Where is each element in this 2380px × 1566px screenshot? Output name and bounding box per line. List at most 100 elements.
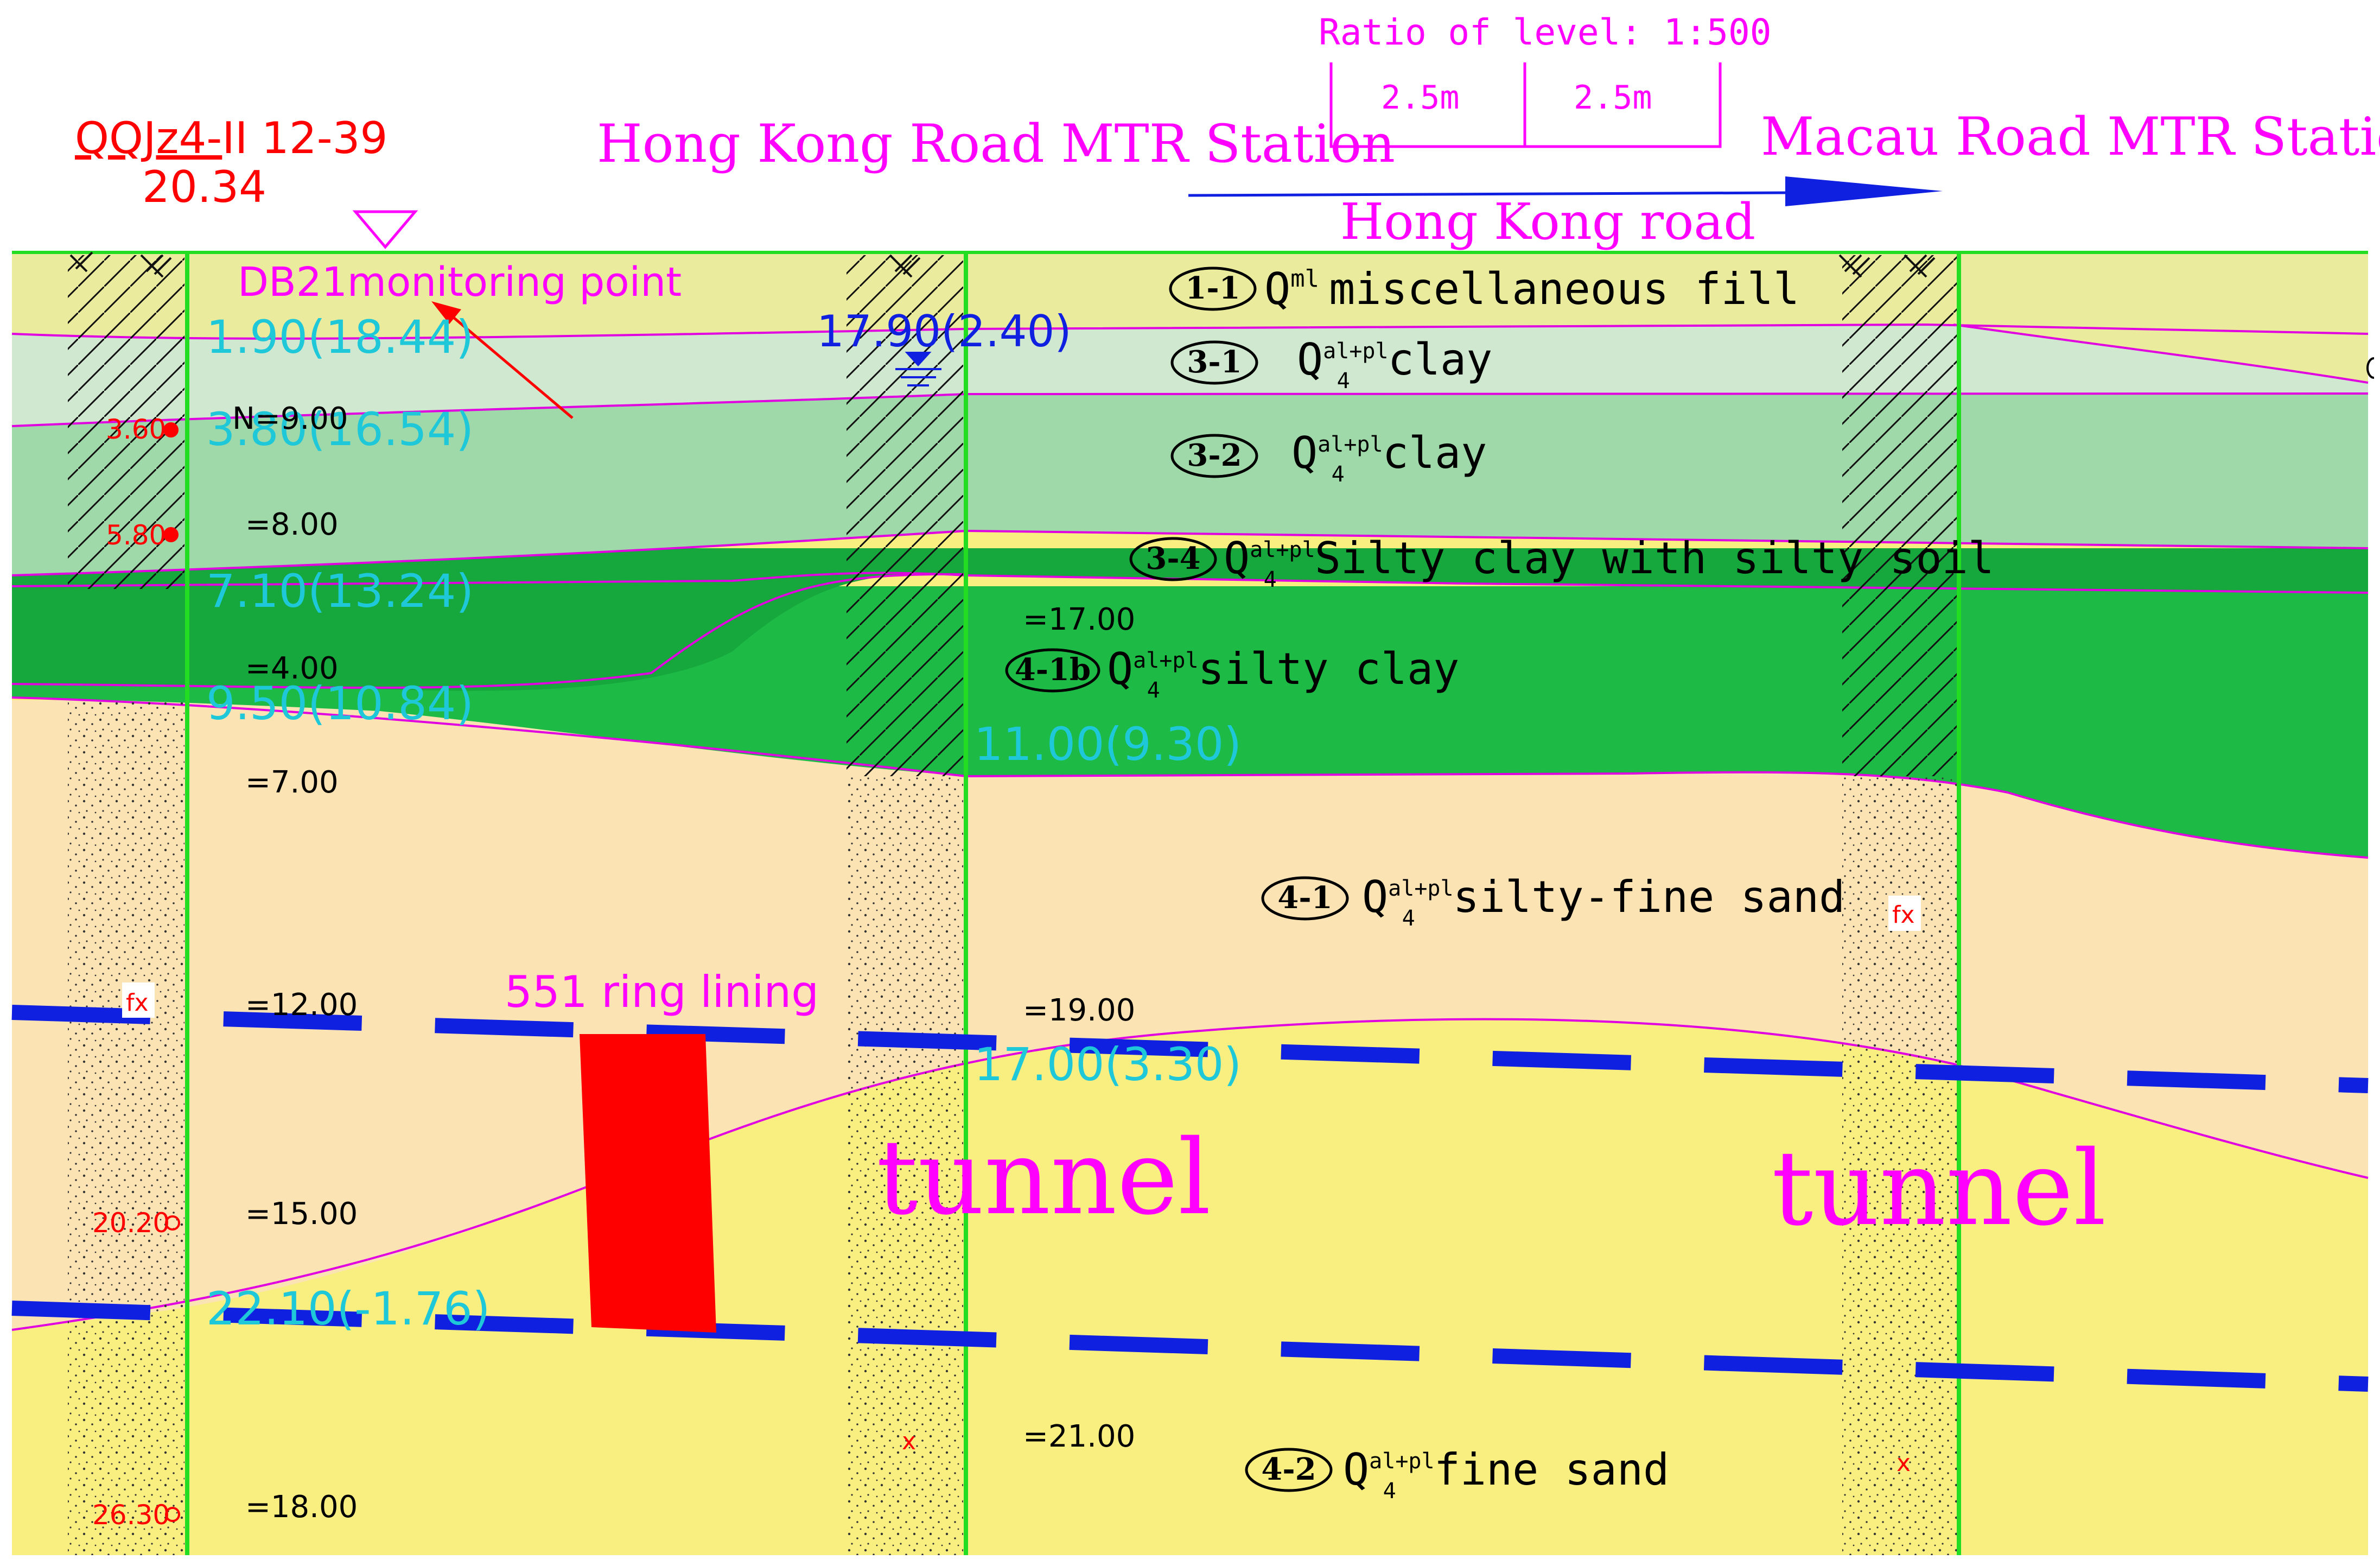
tunnel-crown-line xyxy=(11,1005,2369,1093)
scale-bar xyxy=(1329,62,1722,148)
svg-text:4-1: 4-1 xyxy=(1277,880,1332,916)
spt-left-2: =8.00 xyxy=(245,507,339,542)
marker-box-2 xyxy=(1888,896,1921,931)
depth-label-mid-2: 17.00(3.30) xyxy=(974,1038,1242,1091)
boundary-4-1b xyxy=(11,696,2369,859)
borehole-right-hatch xyxy=(1842,255,1959,776)
borehole-id: QQJz4-II 12-39 xyxy=(75,113,387,163)
svg-text:3-2: 3-2 xyxy=(1187,438,1242,473)
station-right: Macau Road MTR Station xyxy=(1761,106,2380,167)
svg-text:1-1: 1-1 xyxy=(1185,270,1240,306)
red-depth-4: 26.30 xyxy=(92,1499,170,1531)
ground-marker-triangle xyxy=(352,210,418,249)
borehole-id-prefix: QQJz4- xyxy=(75,113,222,163)
marker-fx-1: fx xyxy=(126,989,149,1017)
marker-x-2: x xyxy=(1897,1449,1911,1477)
boundary-wedge xyxy=(1953,324,2369,384)
marker-box-1 xyxy=(122,982,155,1018)
ground-mark-5 xyxy=(1904,254,1936,278)
scale-segment-2: 2.5m xyxy=(1574,79,1652,117)
layer-3-1-area xyxy=(12,325,2368,426)
tunnel-invert-line xyxy=(11,1301,2369,1392)
red-depth-1: 3.60 xyxy=(106,414,166,445)
ground-mark-3 xyxy=(889,254,921,278)
monitoring-arrow xyxy=(431,301,574,419)
depth-point-4 xyxy=(165,1507,180,1522)
svg-text:3-1: 3-1 xyxy=(1187,344,1242,380)
layer-right-wedge xyxy=(1953,325,2368,383)
spt-mid-3: =21.00 xyxy=(1023,1419,1135,1454)
spt-left-3: =4.00 xyxy=(245,651,339,686)
borehole-elevation: 20.34 xyxy=(142,162,266,212)
ground-mark-1 xyxy=(69,251,93,272)
tunnel-label-2: tunnel xyxy=(1772,1128,2107,1248)
borehole-left-dots xyxy=(68,700,184,1555)
station-left: Hong Kong Road MTR Station xyxy=(597,113,1395,174)
red-depth-3: 20.20 xyxy=(92,1207,170,1239)
tunnel-outline xyxy=(11,1005,2369,1392)
layer-3-2-area xyxy=(12,394,2368,575)
ground-mark-4 xyxy=(1838,254,1870,278)
water-level-symbol xyxy=(895,352,941,386)
ground-mark-2 xyxy=(140,254,172,278)
depth-label-left-4: 9.50(10.84) xyxy=(206,677,474,730)
scale-segment-1: 2.5m xyxy=(1381,79,1460,117)
depth-point-3 xyxy=(165,1215,180,1231)
depth-label-left-2: 3.80(16.54) xyxy=(206,403,474,456)
ring-lining-label: 551 ring lining xyxy=(505,967,819,1017)
spt-left-4: =7.00 xyxy=(245,765,339,800)
tunnel-label-1: tunnel xyxy=(876,1118,1211,1238)
svg-text:4-2: 4-2 xyxy=(1261,1451,1316,1487)
borehole-mid-dots xyxy=(847,776,963,1555)
marker-fx-2: fx xyxy=(1892,901,1915,929)
spt-mid-2: =19.00 xyxy=(1023,993,1135,1028)
boundary-4-1b-top xyxy=(11,573,966,689)
marker-x-1: x xyxy=(902,1428,916,1455)
red-depth-points xyxy=(163,422,180,1522)
boreholes xyxy=(68,251,1959,1555)
depth-point-2 xyxy=(163,527,179,542)
spt-mid-1: =17.00 xyxy=(1023,602,1135,637)
scale-label: Ratio of level: 1:500 xyxy=(1319,11,1771,53)
edge-mark xyxy=(2366,357,2375,379)
boundary-1-1 xyxy=(11,323,2369,340)
red-depth-2: 5.80 xyxy=(106,519,166,551)
direction-arrow xyxy=(1188,176,1943,206)
borehole-id-suffix: II 12-39 xyxy=(222,113,387,163)
spt-left-7: =18.00 xyxy=(245,1489,358,1525)
borehole-mid-hatch xyxy=(847,255,963,776)
monitoring-point-label: DB21monitoring point xyxy=(238,259,682,306)
depth-label-left-5: 22.10(-1.76) xyxy=(206,1282,490,1335)
depth-point-1 xyxy=(163,422,179,438)
layer-1-1-area xyxy=(12,252,2368,339)
spt-left-5: =12.00 xyxy=(245,987,358,1023)
spt-left-6: =15.00 xyxy=(245,1196,358,1232)
svg-text:4-1b: 4-1b xyxy=(1015,652,1091,688)
boundary-4-1 xyxy=(11,1018,2369,1331)
water-level-label: 17.90(2.40) xyxy=(817,306,1072,357)
depth-label-left-1: 1.90(18.44) xyxy=(206,310,474,364)
spt-left-1: N=9.00 xyxy=(232,401,348,436)
layer-3-4-area xyxy=(12,548,2368,691)
labels: Ratio of level: 1:500 2.5m 2.5m Hong Kon… xyxy=(75,11,2380,1531)
road-label: Hong Kong road xyxy=(1340,193,1755,251)
depth-label-left-3: 7.10(13.24) xyxy=(206,565,474,618)
ring-lining-551 xyxy=(580,1034,716,1333)
svg-text:3-4: 3-4 xyxy=(1146,541,1200,576)
